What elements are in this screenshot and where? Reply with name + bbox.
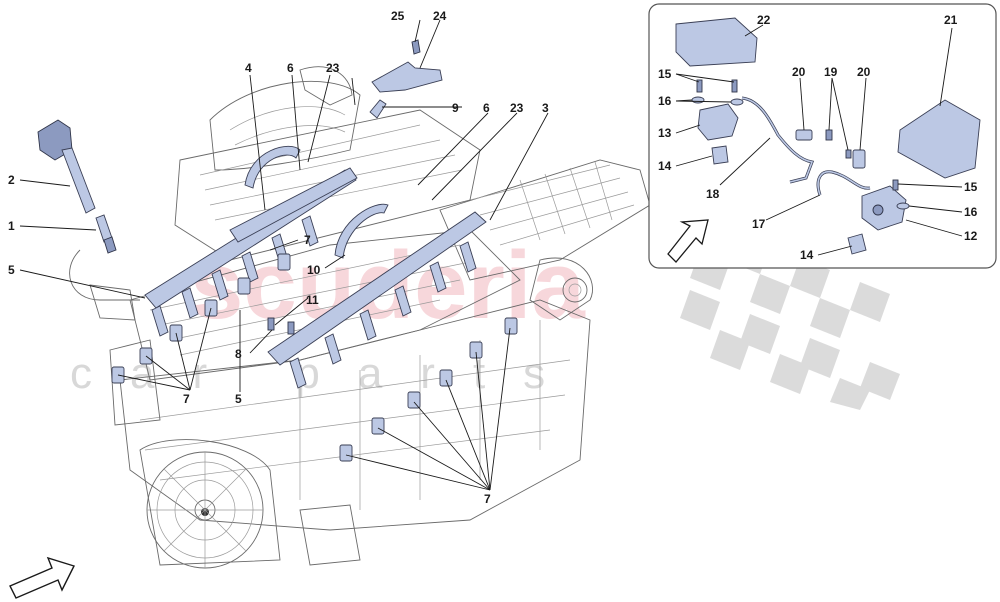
highlighted-parts — [37, 39, 518, 462]
callout-15-right: 15 — [964, 180, 978, 194]
fuel-rail-left-upper — [229, 167, 358, 243]
ignition-coil — [37, 119, 96, 214]
high-pressure-pump-2 — [861, 185, 907, 231]
pump-port — [872, 204, 884, 216]
injectors-left — [151, 215, 319, 337]
callout-1: 1 — [8, 219, 15, 233]
bolt — [267, 317, 275, 331]
mounting-bracket — [371, 61, 443, 93]
screw — [731, 79, 738, 93]
callout-7-right: 7 — [484, 492, 491, 506]
callout-14: 14 — [658, 159, 672, 173]
washer — [730, 98, 744, 106]
callout-17: 17 — [752, 217, 766, 231]
callout-6-right: 6 — [483, 101, 490, 115]
fuel-pipe-upper — [244, 145, 301, 189]
inset-detail-box: 22 21 15 16 13 14 18 17 20 19 20 15 16 1… — [648, 3, 997, 269]
pump-cover-large — [897, 99, 981, 179]
callout-25: 25 — [391, 9, 405, 23]
callout-labels: 1 2 3 4 5 5 6 6 7 7 7 8 9 10 11 23 23 24… — [8, 9, 549, 506]
callout-23: 23 — [326, 61, 340, 75]
callout-23-right: 23 — [510, 101, 524, 115]
fuel-line-18-inner — [741, 97, 814, 183]
bolt — [287, 321, 295, 335]
engine-assembly-drawing — [69, 66, 651, 569]
callout-22: 22 — [757, 13, 771, 27]
direction-arrow-icon — [9, 556, 75, 599]
callout-4: 4 — [245, 61, 252, 75]
washer — [691, 96, 705, 104]
callout-15: 15 — [658, 67, 672, 81]
high-pressure-pump — [697, 103, 739, 141]
callout-24: 24 — [433, 9, 447, 23]
callout-6: 6 — [287, 61, 294, 75]
injectors-right — [289, 241, 477, 389]
spark-plug — [95, 214, 117, 254]
callout-16-right: 16 — [964, 205, 978, 219]
callout-13: 13 — [658, 126, 672, 140]
bracket-screw — [411, 39, 421, 55]
bolt-19 — [825, 129, 833, 141]
callout-7-left: 7 — [183, 392, 190, 406]
callout-10: 10 — [307, 263, 321, 277]
pump-cover-small — [675, 17, 758, 67]
callout-11: 11 — [306, 293, 319, 307]
callout-20-right: 20 — [857, 65, 871, 79]
callout-20: 20 — [792, 65, 806, 79]
pump-seal — [711, 145, 729, 165]
fuel-pipe-center — [334, 203, 389, 259]
pump-seal-2 — [847, 233, 867, 255]
screw — [892, 179, 899, 191]
callout-18: 18 — [706, 187, 720, 201]
callout-21: 21 — [944, 13, 958, 27]
bolt-19b — [845, 149, 852, 159]
callout-2: 2 — [8, 173, 15, 187]
fitting — [852, 149, 866, 169]
screw — [696, 79, 703, 93]
callout-7-center: 7 — [304, 233, 311, 247]
callout-5: 5 — [8, 263, 15, 277]
callout-3: 3 — [542, 101, 549, 115]
callout-12: 12 — [964, 229, 978, 243]
callout-16: 16 — [658, 94, 672, 108]
pressure-sensor — [369, 99, 387, 119]
fuel-rail-right — [267, 211, 487, 366]
inset-direction-arrow-icon — [667, 219, 709, 263]
injector-sleeves — [111, 253, 518, 462]
callout-14-right: 14 — [800, 248, 814, 262]
washer — [896, 202, 910, 210]
callout-8: 8 — [235, 347, 242, 361]
callout-9: 9 — [452, 101, 459, 115]
fuel-line-17-inner — [817, 170, 871, 196]
fitting — [795, 129, 813, 141]
callout-19: 19 — [824, 65, 838, 79]
callout-leaders — [19, 19, 549, 491]
callout-5-lower: 5 — [235, 392, 242, 406]
